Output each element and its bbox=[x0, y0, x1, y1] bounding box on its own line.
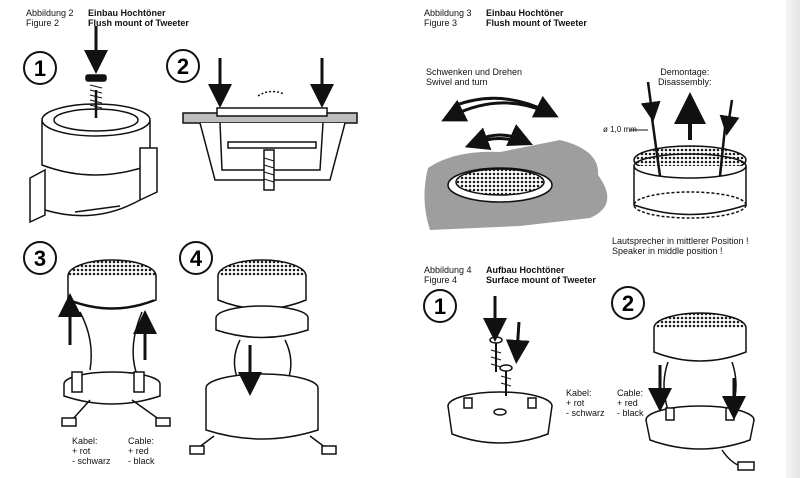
figure-4-caption: Abbildung 4 Aufbau Hochtöner Figure 4 Surf… bbox=[424, 265, 596, 285]
step-number: 2 bbox=[622, 291, 634, 316]
step-number: 2 bbox=[177, 54, 189, 79]
disassembly-label-de: Demontage: bbox=[660, 67, 710, 77]
cable-title: Cable: bbox=[128, 436, 155, 446]
step-number: 4 bbox=[190, 246, 203, 271]
disassembly-label: Demontage: Disassembly: bbox=[658, 67, 712, 87]
kabel-title: Kabel: bbox=[72, 436, 98, 446]
disassembly-label-en: Disassembly: bbox=[658, 77, 712, 87]
swivel-label-de: Schwenken und Drehen bbox=[426, 67, 523, 77]
cable-plus: + red bbox=[617, 398, 638, 408]
cable-title: Cable: bbox=[617, 388, 644, 398]
step-number: 1 bbox=[34, 56, 46, 81]
tweeter-step-3 bbox=[58, 259, 171, 427]
cable-minus: - black bbox=[617, 408, 644, 418]
figure-2-title-de: Einbau Hochtöner bbox=[88, 8, 166, 18]
kabel-minus: - schwarz bbox=[566, 408, 605, 418]
step-number: 1 bbox=[434, 294, 446, 319]
figure-2-label-en: Figure 2 bbox=[26, 18, 60, 28]
middle-position-note-en: Speaker in middle position ! bbox=[612, 246, 723, 256]
kabel-plus: + rot bbox=[566, 398, 585, 408]
step-2-badge: 2 bbox=[166, 49, 200, 83]
step-3-badge: 3 bbox=[23, 241, 57, 275]
figure-4-label-en: Figure 4 bbox=[424, 275, 458, 285]
figure-4-title-de: Aufbau Hochtöner bbox=[486, 265, 565, 275]
figure-4-label-de: Abbildung 4 bbox=[424, 265, 472, 275]
figure-3-title-de: Einbau Hochtöner bbox=[486, 8, 564, 18]
middle-position-note-de: Lautsprecher in mittlerer Position ! bbox=[612, 236, 749, 246]
middle-position-note: Lautsprecher in mittlerer Position ! Spe… bbox=[612, 236, 749, 256]
flush-mount-cup-with-screw bbox=[29, 26, 158, 224]
figure-2-caption: Abbildung 2 Einbau Hochtöner Figure 2 Flus… bbox=[26, 8, 189, 28]
fig4-step-1-badge: 1 bbox=[423, 289, 457, 323]
kabel-title: Kabel: bbox=[566, 388, 592, 398]
swivel-label: Schwenken und Drehen Swivel and turn bbox=[426, 67, 522, 87]
step-1-badge: 1 bbox=[23, 51, 57, 85]
kabel-minus: - schwarz bbox=[72, 456, 111, 466]
tweeter-step-4 bbox=[189, 259, 337, 455]
surface-mount-base-with-screws bbox=[447, 296, 553, 444]
fig4-step-2-badge: 2 bbox=[611, 286, 645, 320]
flush-mount-cross-section bbox=[182, 58, 358, 191]
cable-minus: - black bbox=[128, 456, 155, 466]
step-4-badge: 4 bbox=[179, 241, 213, 275]
diameter-label: ø 1,0 mm bbox=[603, 125, 637, 134]
figure-2-title-en: Flush mount of Tweeter bbox=[88, 18, 189, 28]
fig2-cable-en: Cable: + red - black bbox=[128, 436, 155, 466]
figure-3-label-de: Abbildung 3 bbox=[424, 8, 472, 18]
tweeter-swivel-illustration bbox=[424, 95, 608, 230]
surface-mount-tweeter-assembly bbox=[645, 312, 755, 471]
fig4-cable-en: Cable: + red - black bbox=[617, 388, 644, 418]
figure-3-label-en: Figure 3 bbox=[424, 18, 458, 28]
kabel-plus: + rot bbox=[72, 446, 91, 456]
fig4-cable-kabel: Kabel: + rot - schwarz bbox=[566, 388, 605, 418]
fig2-cable-kabel: Kabel: + rot - schwarz bbox=[72, 436, 111, 466]
cable-plus: + red bbox=[128, 446, 149, 456]
figure-4-title-en: Surface mount of Tweeter bbox=[486, 275, 596, 285]
tweeter-disassembly-illustration bbox=[630, 81, 747, 219]
step-number: 3 bbox=[34, 246, 46, 271]
scan-page-edge bbox=[786, 0, 800, 478]
swivel-label-en: Swivel and turn bbox=[426, 77, 488, 87]
screw-icon bbox=[499, 364, 513, 396]
figure-3-caption: Abbildung 3 Einbau Hochtöner Figure 3 Flus… bbox=[424, 8, 587, 28]
figure-2-label-de: Abbildung 2 bbox=[26, 8, 74, 18]
figure-3-title-en: Flush mount of Tweeter bbox=[486, 18, 587, 28]
